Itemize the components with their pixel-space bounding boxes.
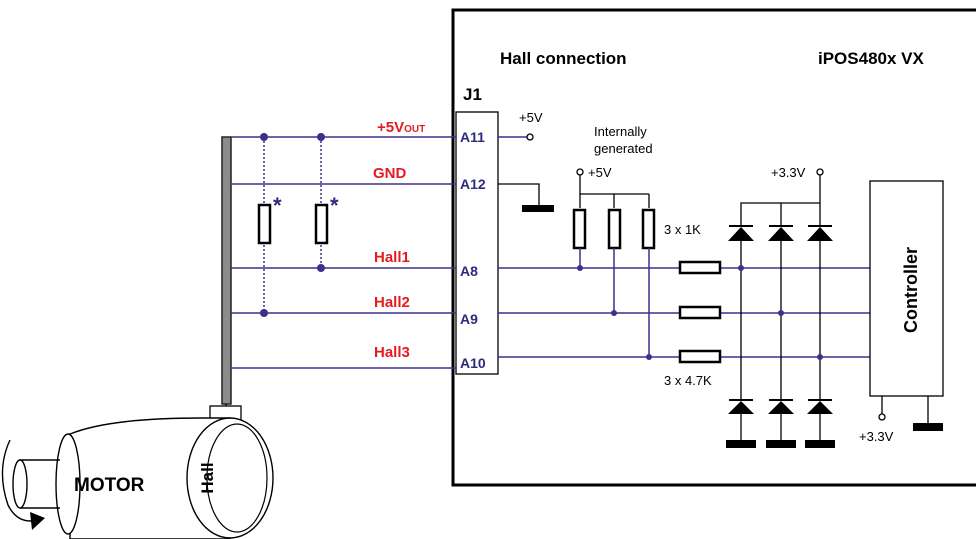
controller-label: Controller: [901, 247, 921, 333]
ground-diode-2: [766, 440, 796, 448]
label-generated: generated: [594, 141, 653, 156]
diode-bottom-3: [807, 399, 833, 414]
controller-block: [869, 180, 944, 397]
node-diode-1: [738, 265, 744, 271]
node-int-2: [611, 310, 617, 316]
hall-sensor-disc: [186, 417, 274, 539]
diode-bottom-1: [728, 399, 754, 414]
diode-top-3: [807, 225, 833, 241]
label-internally: Internally: [594, 124, 647, 139]
terminal-3v3-bottom: [878, 413, 886, 421]
asterisk-1: *: [273, 193, 282, 218]
terminal-3v3-top: [816, 168, 824, 176]
connector-label: J1: [463, 85, 482, 104]
pin-a11: A11: [460, 129, 485, 145]
node-diode-3: [817, 354, 823, 360]
wire-gnd-internal: [498, 183, 540, 206]
node-diode-2: [778, 310, 784, 316]
ext-resistor-1: [257, 203, 272, 245]
pin-a9: A9: [460, 311, 478, 327]
pullup-resistor-1: [572, 208, 587, 250]
signal-gnd: GND: [373, 165, 407, 182]
node-ext-1: [260, 133, 268, 141]
title-hall-connection: Hall connection: [500, 49, 627, 68]
label-series: 3 x 4.7K: [664, 373, 712, 388]
label-plus5v-pullup: +5V: [588, 165, 612, 180]
cable-shield: [221, 136, 232, 405]
terminal-5v-pullup: [576, 168, 584, 176]
diode-top-1: [728, 225, 754, 241]
series-resistor-1: [678, 260, 722, 275]
ext-resistor-2: [314, 203, 329, 245]
label-plus3v3-top: +3.3V: [771, 165, 806, 180]
ground-diode-1: [726, 440, 756, 448]
hall-label: Hall: [198, 462, 217, 493]
node-int-1: [577, 265, 583, 271]
signal-hall3: Hall3: [374, 344, 410, 361]
ground-diode-3: [805, 440, 835, 448]
signal-hall2: Hall2: [374, 294, 410, 311]
pin-a10: A10: [460, 355, 486, 371]
title-drive-model: iPOS480x VX: [818, 49, 925, 68]
motor-illustration: MOTOR Hall: [1, 404, 274, 539]
pullup-resistor-2: [607, 208, 622, 250]
series-resistor-3: [678, 349, 722, 364]
signal-hall1: Hall1: [374, 249, 410, 266]
pin-a8: A8: [460, 263, 478, 279]
drive-outline: [451, 8, 976, 487]
label-plus3v3-bottom: +3.3V: [859, 429, 894, 444]
node-ext-3: [317, 264, 325, 272]
pin-a12: A12: [460, 176, 486, 192]
series-resistor-2: [678, 305, 722, 320]
node-ext-4: [260, 309, 268, 317]
terminal-5v: [526, 133, 534, 141]
node-int-3: [646, 354, 652, 360]
node-ext-2: [317, 133, 325, 141]
pullup-resistor-3: [641, 208, 656, 250]
diode-top-2: [768, 225, 794, 241]
connector-j1: [455, 111, 499, 375]
label-pullups: 3 x 1K: [664, 222, 701, 237]
asterisk-2: *: [330, 193, 339, 218]
diode-bottom-2: [768, 399, 794, 414]
signal-5v-out: +5VOUT: [377, 119, 425, 136]
label-plus5v: +5V: [519, 110, 543, 125]
ground-controller: [913, 423, 943, 431]
motor-label: MOTOR: [74, 475, 145, 496]
ground-symbol: [522, 205, 554, 212]
